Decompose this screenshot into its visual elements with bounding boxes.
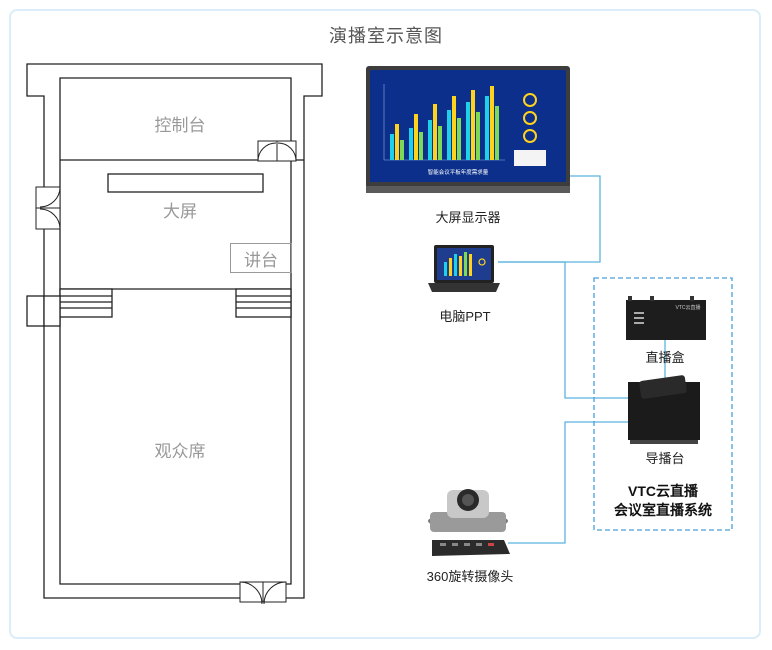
system-title-line2: 会议室直播系统	[614, 502, 712, 518]
laptop-label: 电脑PPT	[439, 309, 491, 324]
door-control	[257, 140, 297, 162]
diagram-title: 演播室示意图	[329, 26, 443, 46]
outer-wall	[26, 63, 323, 599]
live-box-brand: VTC云直播	[675, 304, 700, 311]
column-left-mid	[43, 295, 61, 327]
stage-steps-right	[235, 288, 292, 318]
column-left-top	[26, 295, 45, 327]
lectern-label: 讲台	[230, 243, 292, 273]
system-title: VTC云直播 会议室直播系统	[594, 482, 732, 520]
director-console-label: 导播台	[645, 451, 685, 466]
inner-wall	[59, 77, 292, 585]
system-title-line1: VTC云直播	[628, 483, 698, 499]
audience-label: 观众席	[154, 442, 206, 461]
door-bottom	[239, 581, 287, 605]
screen-chart-caption: 智能会议平板年度需求量	[428, 168, 489, 176]
connector-camera-console	[508, 421, 628, 544]
director-console-device	[628, 375, 700, 444]
big-screen-display-label: 大屏显示器	[435, 210, 501, 225]
big-screen-area-label: 大屏	[163, 202, 197, 221]
live-box-label: 直播盒	[645, 350, 685, 365]
laptop-device	[428, 245, 500, 292]
screen-chart	[383, 84, 546, 166]
door-side	[35, 186, 61, 230]
camera-device	[428, 489, 510, 556]
system-dashed-border	[593, 277, 733, 531]
big-screen-bar	[107, 173, 264, 193]
camera-label: 360旋转摄像头	[426, 569, 514, 584]
connector-laptop-console	[498, 261, 628, 399]
big-screen-display: 智能会议平板年度需求量	[366, 66, 570, 193]
stage-steps-left	[59, 288, 113, 318]
connectors	[498, 175, 666, 544]
control-room-label: 控制台	[154, 116, 206, 135]
live-box-device: VTC云直播	[626, 296, 706, 340]
floor-plan	[26, 63, 323, 599]
